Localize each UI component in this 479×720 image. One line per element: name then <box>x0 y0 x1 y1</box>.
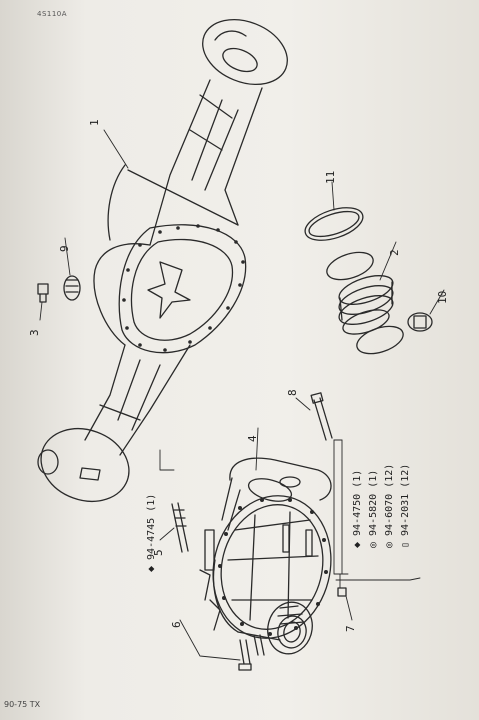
callout-8: 8 <box>286 389 299 396</box>
callout-6: 6 <box>170 621 183 628</box>
leader-lines <box>39 129 445 661</box>
callout-11: 11 <box>324 171 337 184</box>
plug-part <box>63 275 81 301</box>
callout-2: 2 <box>388 249 401 256</box>
retaining-ring <box>356 325 404 355</box>
document-code: 4S110A <box>37 10 68 18</box>
breather-part <box>37 283 49 303</box>
callout-10: 10 <box>436 291 449 304</box>
part-number-94-6070: ◎ 94-6070 (12) <box>384 464 395 548</box>
stud-6 <box>238 634 265 671</box>
callout-4: 4 <box>246 435 259 442</box>
part-number-94-5820: ◎ 94-5820 (1) <box>368 470 379 548</box>
pin-8 <box>310 392 333 441</box>
callout-3: 3 <box>28 329 41 336</box>
bearing-2 <box>338 275 394 335</box>
part-number-94-4745: ◆ 94-4745 (1) <box>146 494 157 572</box>
axle-housing <box>37 19 288 502</box>
part-number-list: ◆ 94-4745 (1) ◆ 94-4750 (1) ◎ 94-5820 (1… <box>146 464 411 572</box>
housing-flange-bolts <box>122 224 245 352</box>
bolt-5 <box>171 502 189 553</box>
carrier-flange-bolts <box>218 498 328 636</box>
callout-7: 7 <box>344 625 357 632</box>
o-ring <box>326 251 374 281</box>
callout-5: 5 <box>152 549 165 556</box>
model-code: 90-75 TX <box>4 700 41 709</box>
part-number-94-2031: ▯ 94-2031 (12) <box>400 464 411 548</box>
nut-7 <box>337 587 347 597</box>
callout-numbers: 1 2 3 4 5 6 7 8 9 10 11 <box>28 119 449 632</box>
callout-9: 9 <box>58 245 71 252</box>
seal-ring-11 <box>304 207 364 241</box>
insert-part-10 <box>407 312 433 332</box>
callout-1: 1 <box>88 119 101 126</box>
part-number-94-4750: ◆ 94-4750 (1) <box>352 470 363 548</box>
differential-carrier <box>199 457 332 655</box>
